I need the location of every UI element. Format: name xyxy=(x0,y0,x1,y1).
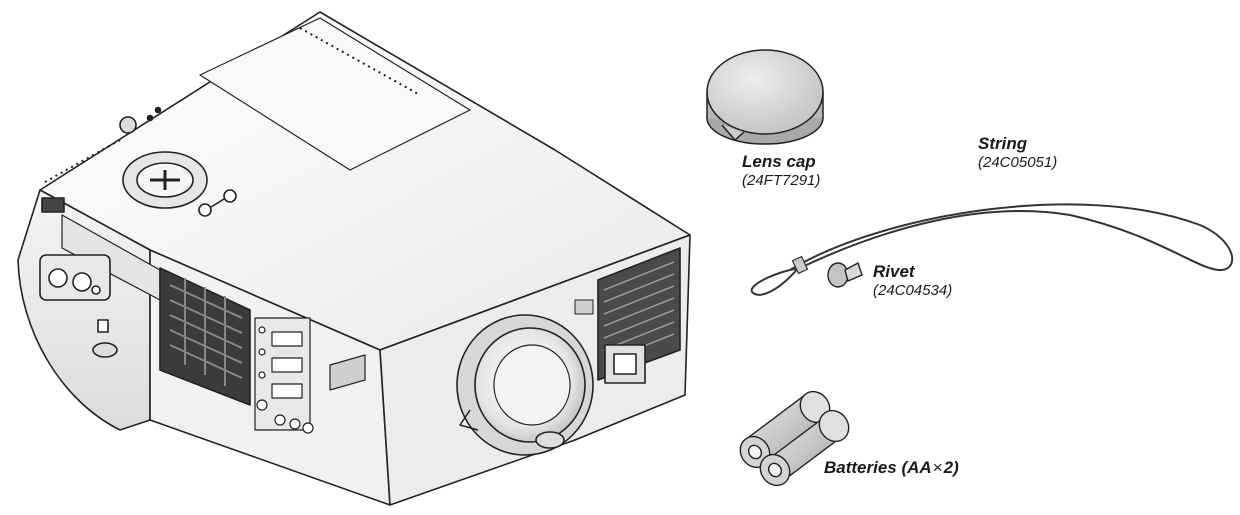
string-part-number: (24C05051) xyxy=(978,153,1058,171)
string-name: String xyxy=(978,134,1028,153)
string-label: String (24C05051) xyxy=(978,134,1057,171)
batteries-illustration xyxy=(739,390,850,487)
rivet-label: Rivet (24C04534) xyxy=(873,262,952,299)
projector xyxy=(17,11,691,506)
rivet-name: Rivet xyxy=(873,262,915,281)
lens-cap-part-number: (24FT7291) xyxy=(742,171,821,189)
batteries-label: Batteries (AA×2) xyxy=(824,458,959,478)
lens-cap-illustration xyxy=(706,49,824,145)
string-illustration xyxy=(750,203,1234,296)
batteries-quantity: 2) xyxy=(943,458,959,477)
connector-panel xyxy=(254,317,314,434)
lens-cap-label: Lens cap (24FT7291) xyxy=(742,152,820,189)
lens-cap-name: Lens cap xyxy=(742,152,816,171)
batteries-name: Batteries (AA xyxy=(824,458,932,477)
ac-inlet xyxy=(604,344,646,384)
rivet-part-number: (24C04534) xyxy=(873,281,953,299)
batteries-times-sign: × xyxy=(932,458,943,477)
rivet-illustration xyxy=(827,261,863,288)
projector-lens xyxy=(456,314,594,456)
vent-grille xyxy=(159,267,251,406)
